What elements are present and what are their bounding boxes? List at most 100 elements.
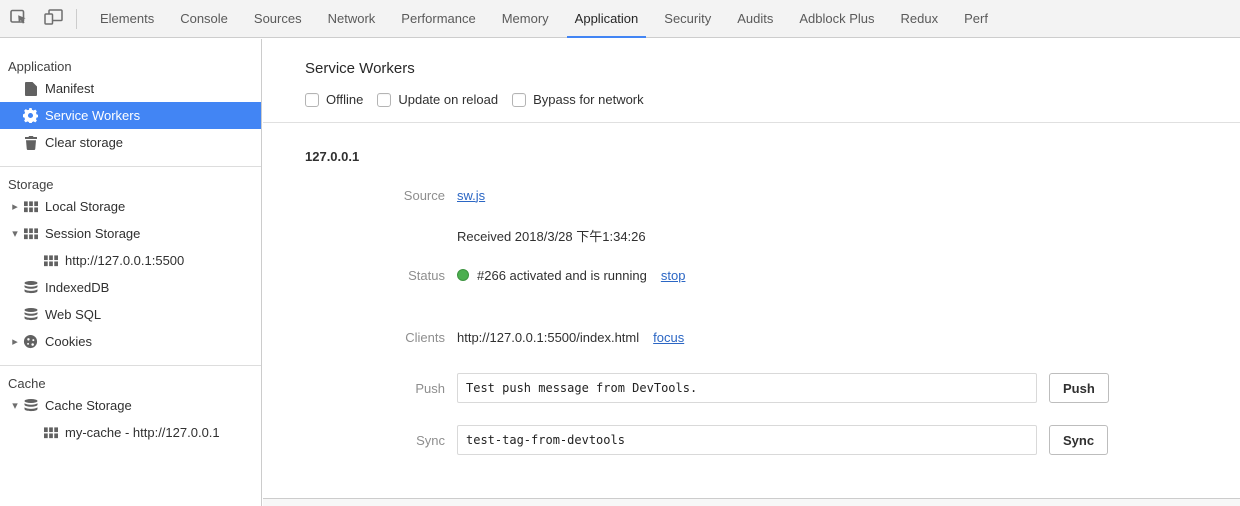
sidebar-item-service-workers[interactable]: Service Workers	[0, 102, 261, 129]
chevron-right-icon[interactable]: ▸	[12, 201, 18, 213]
gear-icon	[22, 108, 39, 123]
tab-console[interactable]: Console	[180, 10, 228, 26]
sidebar-item-label: Manifest	[45, 81, 95, 96]
sidebar-item-indexeddb[interactable]: IndexedDB	[0, 274, 261, 301]
sidebar-item-my-cache[interactable]: my-cache - http://127.0.0.1	[0, 419, 261, 446]
panel-header: Service Workers Offline Update on reload…	[263, 39, 1240, 107]
table-icon	[22, 200, 39, 213]
sidebar-item-cache-storage[interactable]: ▾ Cache Storage	[0, 392, 261, 419]
tab-application[interactable]: Application	[562, 0, 652, 38]
panel-title: Service Workers	[305, 60, 415, 77]
service-worker-origin: 127.0.0.1	[305, 149, 360, 164]
inspect-cursor-icon	[10, 9, 28, 28]
section-title-cache: Cache	[8, 376, 46, 391]
offline-checkbox[interactable]	[305, 92, 319, 107]
tab-performance[interactable]: Performance	[401, 10, 476, 26]
database-icon	[22, 399, 39, 412]
table-icon	[22, 227, 39, 240]
tab-sources[interactable]: Sources	[253, 10, 302, 26]
device-toolbar-button[interactable]	[38, 0, 68, 38]
chevron-down-icon[interactable]: ▾	[12, 400, 18, 412]
tab-network[interactable]: Network	[327, 10, 376, 26]
update-on-reload-label: Update on reload	[398, 92, 499, 107]
bypass-for-network-checkbox[interactable]	[512, 92, 527, 107]
status-running-indicator	[457, 269, 469, 281]
service-worker-details: Source sw.js Received 2018/3/28 下午1:34:2…	[263, 185, 1240, 455]
sidebar-item-label: my-cache - http://127.0.0.1	[65, 425, 220, 440]
push-button[interactable]: Push	[1049, 373, 1109, 403]
status-row: Status #266 activated and is running sto…	[263, 265, 1240, 285]
client-url: http://127.0.0.1:5500/index.html	[457, 329, 640, 345]
sidebar-item-manifest[interactable]: Manifest	[0, 75, 261, 102]
table-icon	[42, 254, 59, 267]
sidebar-item-cookies[interactable]: ▸ Cookies	[0, 328, 261, 355]
cookie-icon	[22, 334, 39, 349]
sidebar-item-web-sql[interactable]: Web SQL	[0, 301, 261, 328]
tab-redux[interactable]: Redux	[900, 10, 939, 26]
status-label: Status	[408, 267, 445, 283]
sidebar-item-session-storage-origin[interactable]: http://127.0.0.1:5500	[0, 247, 261, 274]
device-toolbar-icon	[43, 9, 63, 28]
inspect-element-button[interactable]	[4, 0, 34, 38]
source-script-link[interactable]: sw.js	[457, 187, 486, 203]
database-icon	[22, 281, 39, 294]
tab-elements[interactable]: Elements	[100, 10, 155, 26]
tab-perf[interactable]: Perf	[964, 10, 988, 26]
bypass-for-network-toggle-group: Bypass for network	[512, 92, 644, 107]
offline-toggle-group: Offline	[305, 92, 363, 107]
tab-security[interactable]: Security	[664, 10, 712, 26]
sync-button[interactable]: Sync	[1049, 425, 1109, 455]
sidebar-item-label: Clear storage	[45, 135, 124, 150]
sidebar-item-label: Session Storage	[45, 226, 141, 241]
sync-row: Sync Sync	[263, 425, 1240, 455]
table-icon	[42, 426, 59, 439]
received-row: Received 2018/3/28 下午1:34:26	[263, 225, 1240, 245]
source-label: Source	[403, 187, 445, 203]
update-on-reload-checkbox[interactable]	[377, 92, 392, 107]
focus-link[interactable]: focus	[653, 329, 685, 345]
push-row: Push Push	[263, 373, 1240, 403]
clients-row: Clients http://127.0.0.1:5500/index.html…	[263, 327, 1240, 347]
sync-label: Sync	[416, 432, 445, 448]
tab-audits[interactable]: Audits	[737, 10, 774, 26]
sidebar-item-label: Cookies	[45, 334, 92, 349]
section-title-storage: Storage	[8, 177, 54, 192]
source-row: Source sw.js	[263, 185, 1240, 205]
file-icon	[22, 81, 39, 96]
sidebar-item-label: IndexedDB	[45, 280, 110, 295]
stop-link[interactable]: stop	[660, 267, 686, 283]
section-title-application: Application	[8, 59, 72, 74]
database-icon	[22, 308, 39, 321]
sidebar-item-label: Cache Storage	[45, 398, 132, 413]
sidebar-item-label: http://127.0.0.1:5500	[65, 253, 185, 268]
service-workers-panel: Service Workers Offline Update on reload…	[263, 39, 1240, 506]
sidebar-section-application: Application Manifest Service Workers	[0, 49, 261, 156]
sidebar-item-label: Service Workers	[45, 108, 141, 123]
push-label: Push	[415, 380, 445, 396]
toolbar-separator	[76, 8, 77, 29]
clients-label: Clients	[405, 329, 445, 345]
sync-tag-input[interactable]	[457, 425, 1037, 455]
devtools-tab-bar: Elements Console Sources Network Perform…	[0, 0, 1240, 38]
push-message-input[interactable]	[457, 373, 1037, 403]
tab-adblock-plus[interactable]: Adblock Plus	[799, 10, 875, 26]
offline-label: Offline	[326, 92, 364, 107]
chevron-right-icon[interactable]: ▸	[12, 336, 18, 348]
application-sidebar: Application Manifest Service Workers	[0, 39, 262, 506]
received-timestamp: Received 2018/3/28 下午1:34:26	[457, 228, 646, 244]
sidebar-item-session-storage[interactable]: ▾ Session Storage	[0, 220, 261, 247]
sidebar-item-clear-storage[interactable]: Clear storage	[0, 129, 261, 156]
tab-memory[interactable]: Memory	[501, 10, 549, 26]
sidebar-item-label: Local Storage	[45, 199, 126, 214]
status-text: #266 activated and is running	[477, 267, 647, 283]
chevron-down-icon[interactable]: ▾	[12, 228, 18, 240]
sidebar-section-cache: Cache ▾ Cache Storage my-cache - http://…	[0, 365, 261, 446]
trash-icon	[22, 135, 39, 150]
sidebar-item-label: Web SQL	[45, 307, 102, 322]
header-divider	[263, 122, 1240, 123]
sidebar-item-local-storage[interactable]: ▸ Local Storage	[0, 193, 261, 220]
panel-bottom-strip	[263, 498, 1240, 506]
sidebar-section-storage: Storage ▸ Local Storage ▾ Session Storag…	[0, 166, 261, 355]
update-on-reload-toggle-group: Update on reload	[377, 92, 498, 107]
